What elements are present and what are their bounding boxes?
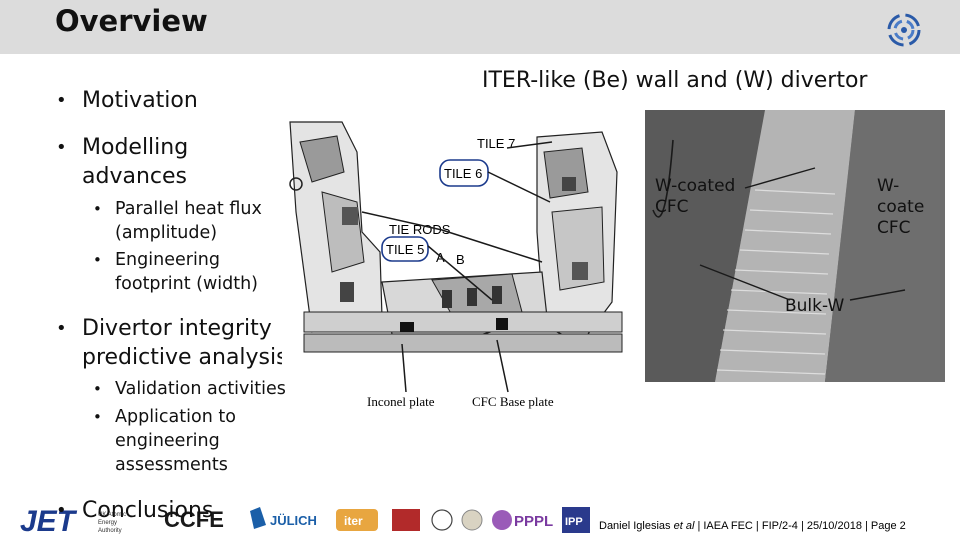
label-w-coated-cfc-right: W-coate CFC — [877, 176, 945, 239]
ipp-logo-icon — [562, 507, 590, 533]
crest-logo-icon — [461, 509, 483, 531]
ukaea-logo-line3: Authority — [98, 528, 122, 534]
ipp-logo: IPP — [565, 516, 583, 528]
label-w-coated-right-line1: W-coate — [877, 176, 925, 217]
label-tile7: TILE 7 — [477, 136, 515, 151]
label-bulk-w: Bulk-W — [785, 296, 845, 316]
divertor-photo-graphic — [645, 110, 945, 382]
divertor-tile-cross-section-diagram: TILE 7 TILE 6 TIE RODS TILE 5 A B Incone… — [282, 112, 627, 409]
partner-logos-graphic: JET UK Atomic Energy Authority CCFE JÜLI… — [20, 505, 590, 538]
subbullet-engineering-footprint: Engineering footprint (width) — [93, 248, 259, 296]
subbullet-parallel-line2: (amplitude) — [115, 223, 218, 243]
label-w-coated-cfc-left: W-coated CFC — [655, 176, 735, 218]
bullet-modelling-line2: advances — [82, 164, 187, 189]
iter-logo-icon — [336, 509, 378, 531]
bullet-modelling-line1: Modelling — [82, 135, 189, 160]
label-w-coated-left-line2: CFC — [655, 197, 689, 217]
bullet-divertor-integrity: Divertor integrity predictive analysis — [56, 314, 288, 372]
bullet-conclusions: Conclusions — [56, 496, 213, 525]
slide-footer: Daniel Iglesias et al | IAEA FEC | FIP/2… — [599, 520, 906, 532]
bullet-divertor-line1: Divertor integrity — [82, 316, 272, 341]
pppl-mark-icon — [492, 510, 512, 530]
footer-author: Daniel Iglesias — [599, 520, 674, 532]
label-tie-rods: TIE RODS — [389, 222, 451, 237]
label-inconel-plate: Inconel plate — [367, 394, 435, 409]
footer-rest: | IAEA FEC | FIP/2-4 | 25/10/2018 | Page… — [694, 520, 906, 532]
bullet-divertor-line2: predictive analysis — [82, 345, 288, 370]
seal-logo-icon — [431, 509, 453, 531]
bullet-motivation: Motivation — [56, 86, 198, 115]
pppl-logo: PPPL — [514, 513, 553, 530]
label-cfc-base-plate: CFC Base plate — [472, 394, 554, 409]
subbullet-validation: Validation activities — [93, 377, 286, 401]
subbullet-application-line3: assessments — [115, 455, 228, 475]
subbullet-application-line1: Application to — [115, 407, 236, 427]
label-w-coated-right-line2: CFC — [877, 218, 911, 238]
subbullet-parallel-line1: Parallel heat flux — [115, 199, 262, 219]
julich-mark-icon — [250, 507, 266, 529]
subbullet-application-line2: engineering — [115, 431, 220, 451]
subbullet-engineering-line2: footprint (width) — [115, 274, 259, 294]
ciemat-logo-icon — [392, 509, 420, 531]
label-b: B — [456, 252, 465, 267]
iter-logo: iter — [344, 514, 363, 528]
subbullet-application: Application to engineering assessments — [93, 405, 236, 477]
julich-logo: JÜLICH — [270, 513, 317, 528]
label-w-coated-left-line1: W-coated — [655, 176, 736, 196]
label-tile6: TILE 6 — [444, 166, 482, 181]
slide-title: Overview — [55, 4, 208, 38]
bullet-modelling: Modelling advances — [56, 133, 189, 191]
partner-logos: JET UK Atomic Energy Authority CCFE JÜLI… — [14, 497, 594, 538]
jet-logo: JET — [20, 505, 78, 537]
divertor-photo: W-coated CFC W-coate CFC Bulk-W — [645, 110, 945, 382]
subbullet-engineering-line1: Engineering — [115, 250, 220, 270]
label-tile5: TILE 5 — [386, 242, 424, 257]
footer-etal: et al — [673, 520, 695, 532]
eurofusion-logo-icon — [887, 13, 921, 47]
subbullet-parallel-heat-flux: Parallel heat flux (amplitude) — [93, 197, 262, 245]
title-bar — [0, 0, 960, 54]
slide-subtitle: ITER-like (Be) wall and (W) divertor — [482, 68, 868, 93]
